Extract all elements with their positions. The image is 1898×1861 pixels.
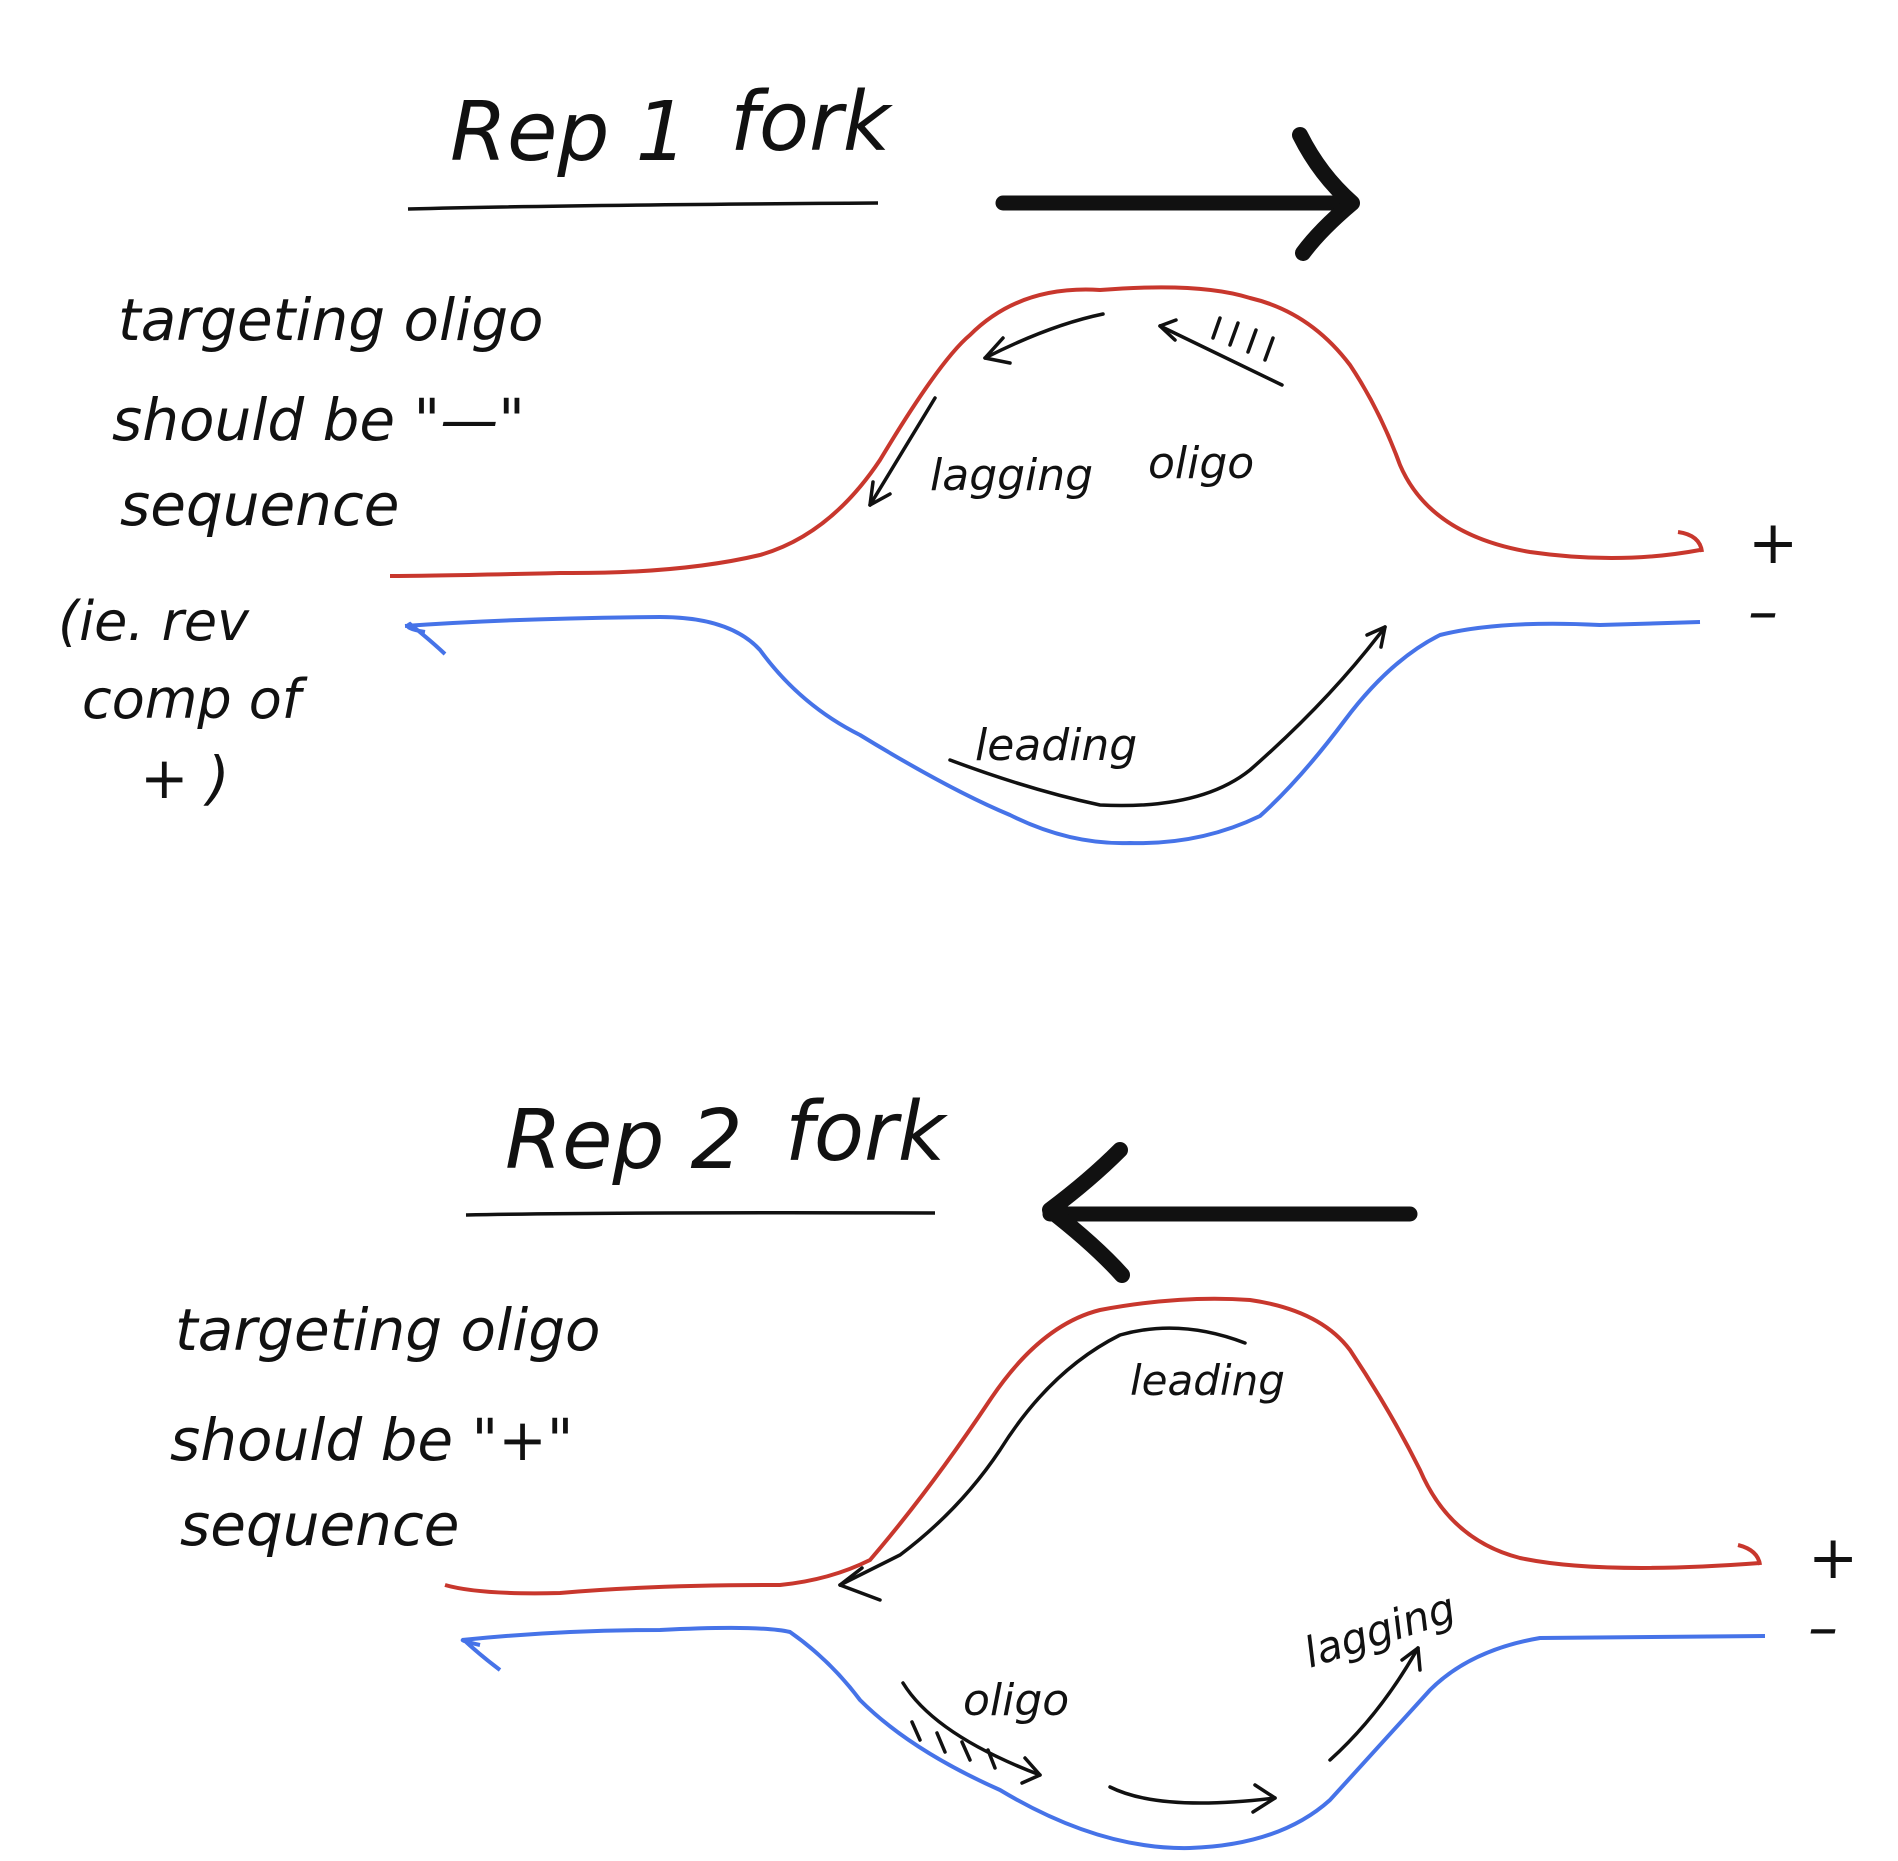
rep1-lagging-arrows (868, 312, 1105, 507)
rep2-fork-direction-arrow (1042, 1142, 1418, 1283)
rep2-fork-label: fork (785, 1085, 949, 1180)
rep1-plus-label: + (1748, 508, 1798, 578)
rep2-plus-strand-end-hook (1737, 1543, 1762, 1566)
rep1-note-line1: targeting oligo (118, 286, 544, 354)
rep2-minus-label: – (1808, 1593, 1838, 1663)
panel-rep2: Rep 2 fork targeting oligo should be "+"… (170, 1085, 1858, 1851)
rep1-minus-strand (404, 614, 1701, 846)
rep1-fork-label: fork (730, 75, 894, 170)
rep1-leading-arrow (948, 625, 1387, 808)
rep1-paren-line3: + ) (140, 744, 230, 812)
rep1-oligo-arrow (1158, 316, 1284, 387)
rep1-lagging-label: lagging (930, 450, 1093, 501)
panel-rep1: Rep 1 fork targeting oligo should be "—"… (58, 75, 1798, 846)
rep1-plus-strand-end-hook (1677, 530, 1704, 553)
rep2-title-underline (465, 1211, 936, 1217)
rep2-note-line3: sequence (180, 1491, 460, 1559)
rep1-plus-strand (389, 285, 1701, 578)
rep1-minus-label: – (1748, 577, 1778, 647)
rep2-lagging-label: lagging (1298, 1583, 1461, 1678)
rep2-lagging-arrows (1108, 1646, 1422, 1814)
rep1-note-line2: should be "—" (112, 386, 525, 454)
rep1-minus-strand-end-hook (405, 621, 447, 656)
rep2-plus-strand (444, 1296, 1761, 1596)
rep1-title: Rep 1 (450, 85, 688, 180)
rep1-oligo-label: oligo (1148, 438, 1254, 489)
rep2-leading-arrow (838, 1326, 1247, 1602)
rep2-minus-strand-end-hook (460, 1637, 502, 1672)
rep2-note-line1: targeting oligo (175, 1296, 601, 1364)
rep2-minus-strand (461, 1625, 1766, 1851)
rep2-leading-label: leading (1130, 1356, 1285, 1405)
rep1-note-line3: sequence (120, 471, 400, 539)
rep1-title-underline (407, 201, 879, 211)
rep2-title: Rep 2 (505, 1093, 743, 1188)
rep2-oligo-arrow (901, 1681, 1042, 1785)
rep1-leading-label: leading (975, 720, 1137, 771)
rep2-oligo-label: oligo (963, 1675, 1069, 1726)
rep2-note-line2: should be "+" (170, 1406, 573, 1474)
rep1-paren-line1: (ie. rev (58, 590, 250, 653)
rep1-fork-direction-arrow (995, 127, 1360, 261)
rep2-plus-label: + (1808, 1523, 1858, 1593)
rep1-paren-line2: comp of (82, 668, 308, 731)
